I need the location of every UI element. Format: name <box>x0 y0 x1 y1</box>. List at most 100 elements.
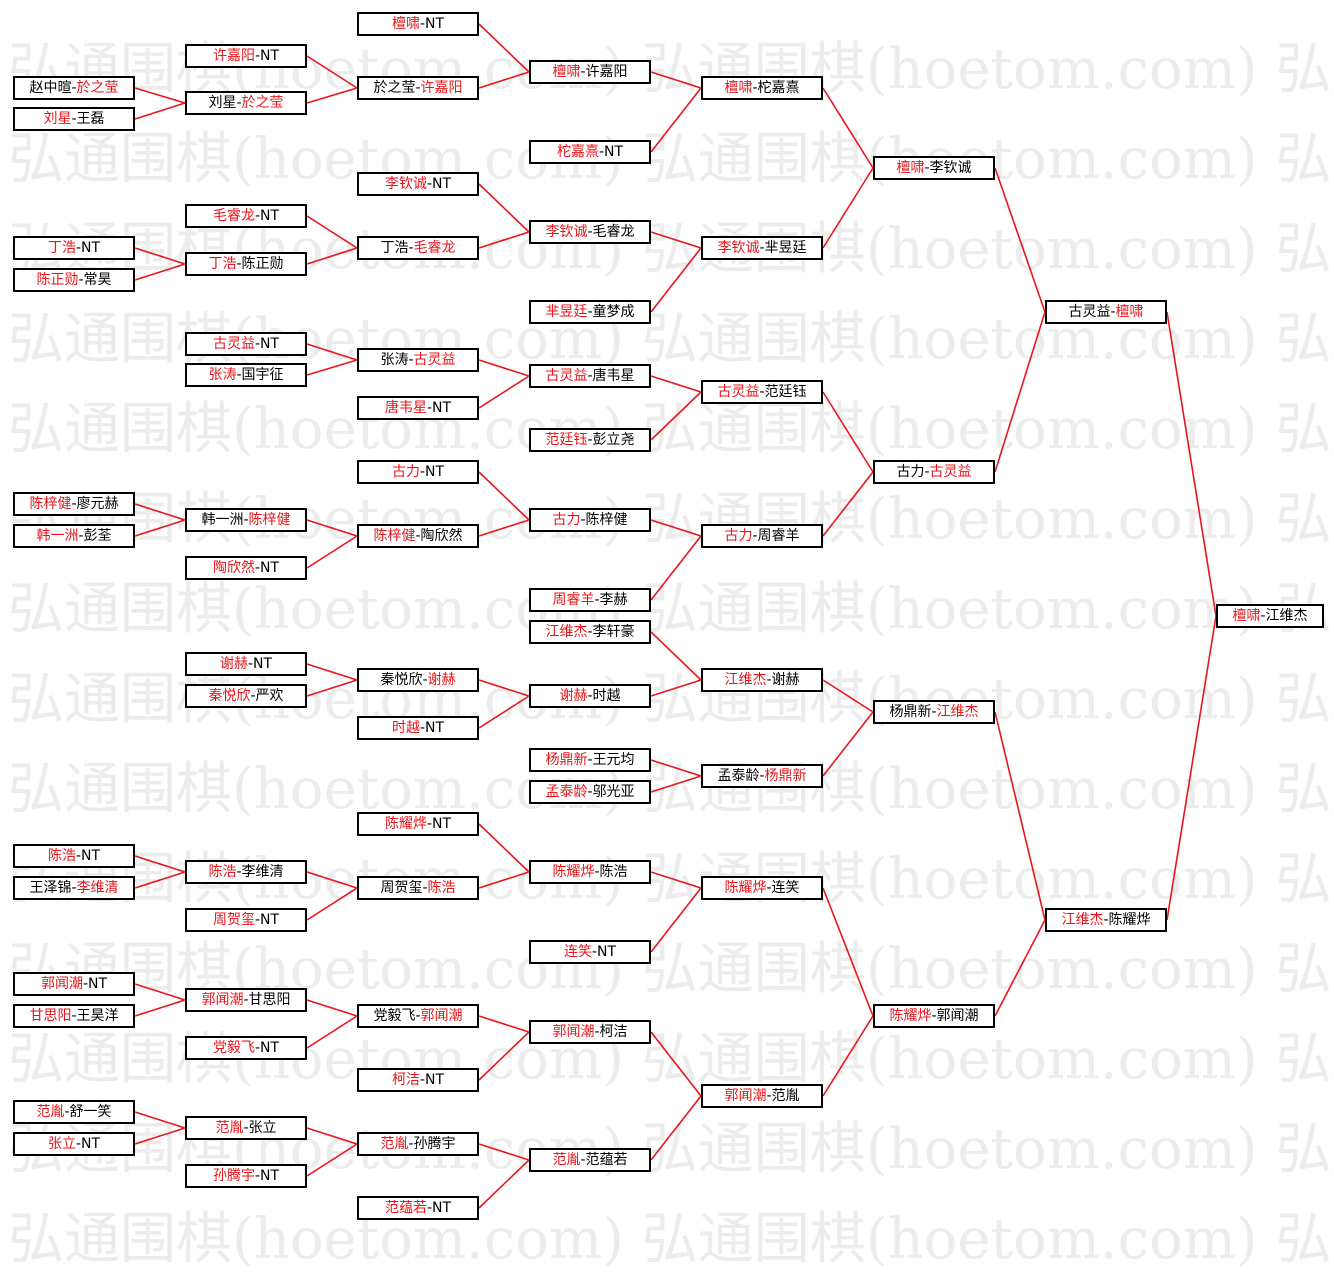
connector-line <box>478 359 530 377</box>
player-name: 丁浩 <box>208 256 237 272</box>
separator: - <box>78 272 84 288</box>
player-name: NT <box>432 176 452 192</box>
match-box: 杨鼎新-江维杰 <box>873 700 995 724</box>
player-name: NT <box>260 48 280 64</box>
match-box: 檀啸-李钦诚 <box>873 156 995 180</box>
player-name: 甘思阳 <box>248 992 291 1008</box>
connector-line <box>994 311 1046 473</box>
player-name: NT <box>432 1200 452 1216</box>
match-box: 周贺玺-NT <box>185 908 307 932</box>
player-name: NT <box>432 816 452 832</box>
separator: - <box>587 368 593 384</box>
separator: - <box>254 336 261 352</box>
match-box: 陈耀烨-陈浩 <box>529 860 651 884</box>
player-name: NT <box>432 400 452 416</box>
player-name: NT <box>260 912 280 928</box>
match-box: 秦悦欣-谢赫 <box>357 668 479 692</box>
player-name: 党毅飞 <box>373 1008 416 1024</box>
separator: - <box>71 880 77 896</box>
connector-line <box>650 519 702 537</box>
connector-line <box>134 983 186 1001</box>
separator: - <box>759 240 765 256</box>
connector-line <box>478 871 530 889</box>
match-box: 江维杰-谢赫 <box>701 668 823 692</box>
player-name: 彭荃 <box>83 528 112 544</box>
player-name: 古灵益 <box>545 368 588 384</box>
separator: - <box>759 384 765 400</box>
match-box: 柯洁-NT <box>357 1068 479 1092</box>
player-name: 芈昱廷 <box>545 304 588 320</box>
separator: - <box>236 864 242 880</box>
separator: - <box>580 64 586 80</box>
separator: - <box>594 1024 600 1040</box>
player-name: NT <box>425 16 445 32</box>
match-box: 檀啸-柁嘉熹 <box>701 76 823 100</box>
separator: - <box>78 528 84 544</box>
match-box: 谢赫-NT <box>185 652 307 676</box>
player-name: 陈耀烨 <box>724 880 767 896</box>
player-name: NT <box>425 464 445 480</box>
match-box: 古力-陈梓健 <box>529 508 651 532</box>
connector-line <box>650 887 702 953</box>
player-name: 秦悦欣 <box>208 688 251 704</box>
separator: - <box>766 880 772 896</box>
player-name: 谢赫 <box>559 688 588 704</box>
player-name: 陈浩 <box>427 880 456 896</box>
player-name: NT <box>260 1168 280 1184</box>
connector-line <box>306 871 358 889</box>
separator: - <box>408 1136 414 1152</box>
connector-line <box>650 1031 702 1097</box>
player-name: 秦悦欣 <box>380 672 423 688</box>
player-name: 孙腾宇 <box>413 1136 456 1152</box>
connector-line <box>650 71 702 89</box>
match-box: 许嘉阳-NT <box>185 44 307 68</box>
separator: - <box>236 256 242 272</box>
player-name: 陈梓健 <box>248 512 291 528</box>
match-box: 郭闻潮-NT <box>13 972 135 996</box>
player-name: 孙腾宇 <box>212 1168 255 1184</box>
match-box: 李钦诚-毛睿龙 <box>529 220 651 244</box>
player-name: NT <box>597 944 617 960</box>
separator: - <box>422 880 428 896</box>
player-name: 古灵益 <box>717 384 760 400</box>
separator: - <box>587 752 593 768</box>
player-name: 古灵益 <box>1068 304 1111 320</box>
match-box: 韩一洲-彭荃 <box>13 524 135 548</box>
player-name: 谢赫 <box>219 656 248 672</box>
player-name: 李钦诚 <box>717 240 760 256</box>
separator: - <box>75 240 82 256</box>
player-name: 杨鼎新 <box>889 704 932 720</box>
match-box: 陈耀烨-NT <box>357 812 479 836</box>
player-name: 檀啸 <box>896 160 925 176</box>
match-box: 芈昱廷-童梦成 <box>529 300 651 324</box>
player-name: 郭闻潮 <box>201 992 244 1008</box>
connector-line <box>650 391 702 441</box>
match-box: 周睿羊-李赫 <box>529 588 651 612</box>
player-name: 檀啸 <box>1115 304 1144 320</box>
match-box: 连笑-NT <box>529 940 651 964</box>
connector-line <box>306 359 358 376</box>
connector-line <box>478 695 530 729</box>
player-name: 唐韦星 <box>592 368 635 384</box>
player-name: 丁浩 <box>47 240 76 256</box>
separator: - <box>1260 608 1266 624</box>
player-name: 江维杰 <box>1265 608 1308 624</box>
player-name: 陈耀烨 <box>384 816 427 832</box>
match-box: 孟泰龄-杨鼎新 <box>701 764 823 788</box>
match-box: 丁浩-毛睿龙 <box>357 236 479 260</box>
connector-line <box>822 471 874 537</box>
player-name: 陈正勋 <box>36 272 79 288</box>
match-box: 古力-NT <box>357 460 479 484</box>
connector-line <box>650 231 702 249</box>
connector-line <box>134 102 186 120</box>
player-name: 周贺玺 <box>380 880 423 896</box>
connector-line <box>306 1143 358 1177</box>
match-box: 陈浩-NT <box>13 844 135 868</box>
match-box: 江维杰-李轩豪 <box>529 620 651 644</box>
match-box: 柁嘉熹-NT <box>529 140 651 164</box>
player-name: NT <box>425 1072 445 1088</box>
player-name: 李维清 <box>76 880 119 896</box>
separator: - <box>408 352 414 368</box>
player-name: NT <box>604 144 624 160</box>
match-box: 范胤-张立 <box>185 1116 307 1140</box>
